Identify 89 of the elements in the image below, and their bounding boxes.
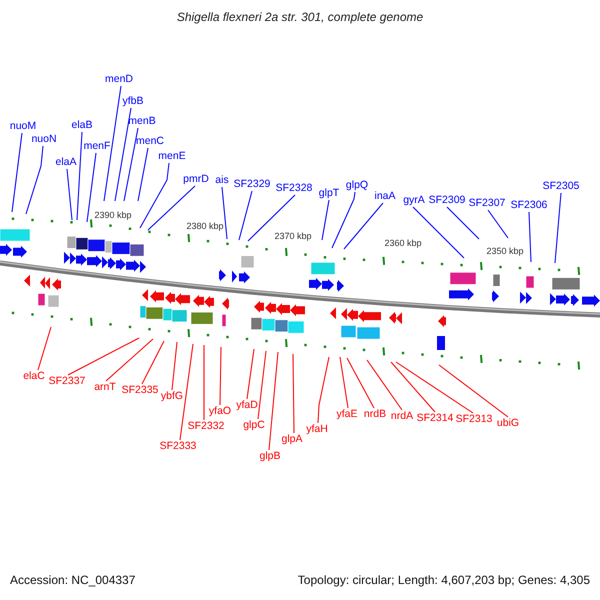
leader-line [292,354,294,434]
leader-line [220,346,222,406]
gene-label: yfaE [336,408,358,421]
leader-line [140,162,170,228]
gene-label: nuoM [10,120,36,133]
leader-line [38,326,52,370]
gene-label: menB [128,115,156,128]
leader-line [148,186,196,230]
leader-line [66,168,72,220]
leader-line [366,360,402,410]
gene-label: nrdB [364,408,386,421]
gene-label: elaC [23,370,45,383]
gene-label: menD [105,73,133,86]
gene-label: yfbB [122,95,144,108]
leader-line [222,186,228,240]
gene-label: SF2309 [428,194,466,207]
leader-line [106,338,154,382]
scale-label: 2370 kbp [274,230,312,242]
gene-label: gyrA [403,194,425,207]
gene-label: SF2333 [160,440,196,453]
leader-line [142,340,164,384]
genome-title: Shigella flexneri 2a str. 301, complete genome [176,10,424,25]
accession-text: Accession: NC_004337 [10,574,136,586]
gene-label: nuoN [31,133,57,146]
leader-line [172,342,178,390]
gene-label: ais [215,174,229,187]
leader-line [488,210,508,238]
leader-line [332,192,356,248]
leader-line [318,356,330,424]
gene-label: menF [84,140,110,153]
leader-line [26,146,44,214]
leader-line [86,152,96,222]
scale-label: 2390 kbp [94,209,132,221]
gene-label: SF2329 [234,178,270,191]
leader-line [124,128,138,202]
scale-label: 2380 kbp [186,220,224,232]
gene-label: ybfG [160,390,184,403]
gene-label: SF2306 [510,199,548,212]
leader-line [246,348,254,400]
gene-label: yfaO [208,405,232,418]
gene-label: glpC [243,419,265,432]
gene-label: SF2332 [188,420,224,433]
leader-line [268,352,278,450]
leader-line [68,338,140,376]
leader-line [528,212,532,262]
gene-label: yfaD [236,399,258,412]
leader-line [396,362,474,414]
leader-line [76,132,82,220]
leader-line [248,194,296,242]
gene-label: glpA [282,433,302,446]
gene-label: inaA [374,190,396,203]
gene-label: glpT [318,187,340,200]
leader-line [104,86,122,202]
gene-label: ubiG [496,417,520,430]
gene-label: SF2307 [468,197,506,210]
scale-label: 2360 kbp [384,237,422,249]
gene-label: glpB [260,450,280,463]
gene-label: SF2337 [48,375,86,388]
leader-line [114,108,132,202]
gene-label: nrdA [390,410,414,423]
leader-line [238,190,252,240]
gene-label: pmrD [183,173,209,186]
leader-line [138,148,148,202]
leader-line [180,344,194,440]
genome-info-text: Topology: circular; Length: 4,607,203 bp; Genes: 4,305 [298,574,590,586]
gene-label: arnT [94,381,116,394]
leader-line [322,200,330,240]
gene-label: menC [136,135,164,148]
leader-line [390,362,436,412]
gene-label: menE [158,150,186,163]
leader-line [346,358,374,408]
gene-label: SF2314 [416,412,454,425]
scale-label: 2350 kbp [486,245,524,257]
leader-line [12,132,22,212]
leader-line [438,364,508,418]
gene-label: SF2313 [456,413,492,426]
gene-label: elaB [72,119,92,132]
gene-label: elaA [56,156,76,169]
gene-label: yfaH [306,423,328,436]
gene-label: glpQ [346,179,368,192]
leader-line [340,356,348,408]
leader-line [344,202,384,250]
leader-line [412,206,464,258]
gene-label: SF2328 [276,182,312,195]
gene-label: SF2335 [122,384,158,397]
leader-line [554,192,562,264]
gene-label: SF2305 [542,180,580,193]
leader-line [446,206,480,240]
leader-line [258,350,266,420]
